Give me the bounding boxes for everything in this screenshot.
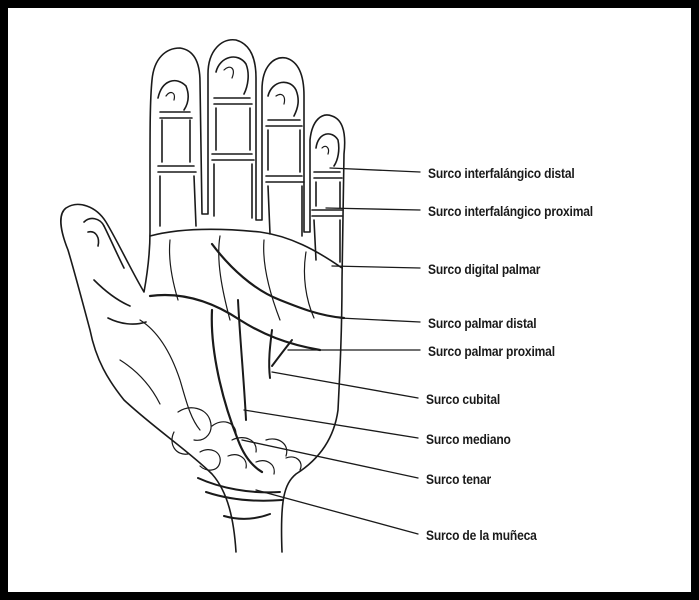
label-digital-palmar: Surco digital palmar [428, 261, 540, 277]
label-proximal-palmar: Surco palmar proximal [428, 343, 555, 359]
label-distal-palmar: Surco palmar distal [428, 315, 536, 331]
ring-bones [266, 82, 304, 236]
label-proximal-interphalangeal: Surco interfalángico proximal [428, 203, 593, 219]
label-ulnar: Surco cubital [426, 391, 500, 407]
label-wrist: Surco de la muñeca [426, 527, 537, 543]
index-bones [158, 81, 196, 226]
proximal-palmar-crease [150, 295, 320, 350]
wrist-crease [198, 478, 282, 519]
thenar-crease [212, 310, 262, 472]
label-distal-interphalangeal: Surco interfalángico distal [428, 165, 575, 181]
leader-lines [242, 168, 420, 534]
label-median: Surco mediano [426, 431, 511, 447]
digital-palmar-crease [150, 229, 342, 268]
thenar-bones [120, 320, 287, 456]
middle-bones [212, 57, 254, 218]
distal-palmar-crease [212, 244, 344, 318]
label-thenar: Surco tenar [426, 471, 491, 487]
median-crease [238, 300, 246, 420]
hand-outline [61, 40, 345, 552]
palm-metacarpals [169, 236, 314, 320]
thumb-inner [94, 226, 146, 324]
little-bones [312, 134, 342, 262]
hand-palm-diagram [8, 8, 691, 592]
thumb-tip-nail [84, 219, 104, 246]
